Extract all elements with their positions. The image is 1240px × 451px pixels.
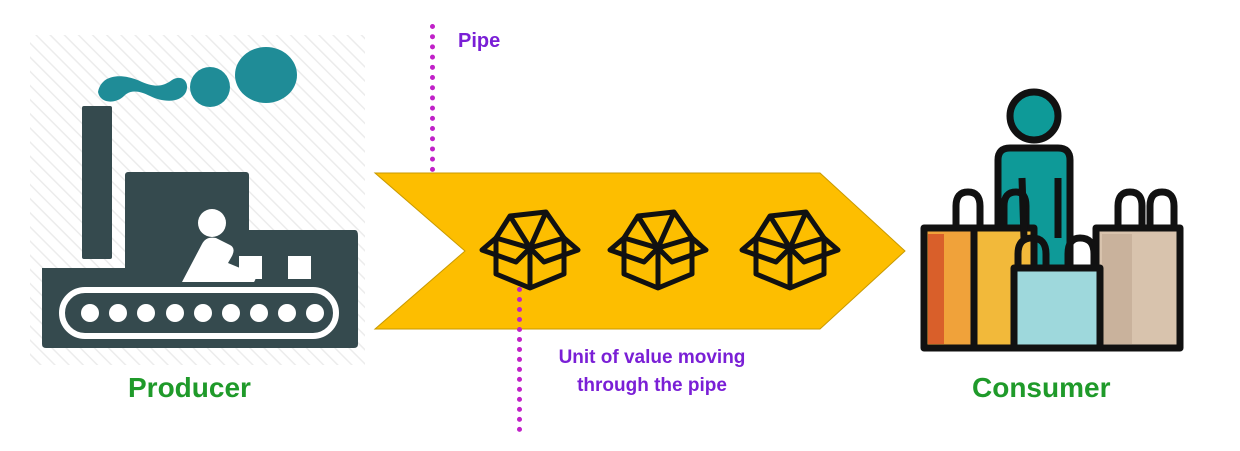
unit-label-line1: Unit of value moving — [558, 347, 746, 368]
shopper-with-bags-icon — [920, 88, 1184, 352]
conveyor-belt — [59, 287, 339, 339]
unit-pointer-line — [517, 287, 522, 432]
product-box-2 — [288, 256, 311, 279]
chimney — [82, 106, 112, 259]
factory-icon — [30, 35, 365, 365]
person-head — [1006, 88, 1062, 144]
box-icon — [479, 209, 581, 291]
producer-label: Producer — [128, 372, 251, 403]
worker-body — [182, 237, 256, 282]
unit-label-line2: through the pipe — [577, 375, 727, 396]
pipe-pointer-line — [430, 24, 435, 172]
product-box-1 — [239, 256, 262, 279]
worker-head — [198, 209, 226, 237]
producer-node — [30, 30, 370, 370]
box-icon — [739, 209, 841, 291]
box-icon — [607, 209, 709, 291]
smoke-puff-large — [235, 47, 297, 103]
pipe-label: Pipe — [458, 30, 501, 52]
unit-label: Unit of value moving through the pipe — [532, 344, 772, 400]
smoke-puff-small — [190, 67, 230, 107]
smoke-wave — [98, 76, 188, 102]
consumer-label: Consumer — [972, 372, 1111, 403]
bag-light-blue — [1010, 264, 1104, 352]
conveyor-rollers — [81, 304, 324, 322]
pipe-arrow — [373, 172, 906, 330]
